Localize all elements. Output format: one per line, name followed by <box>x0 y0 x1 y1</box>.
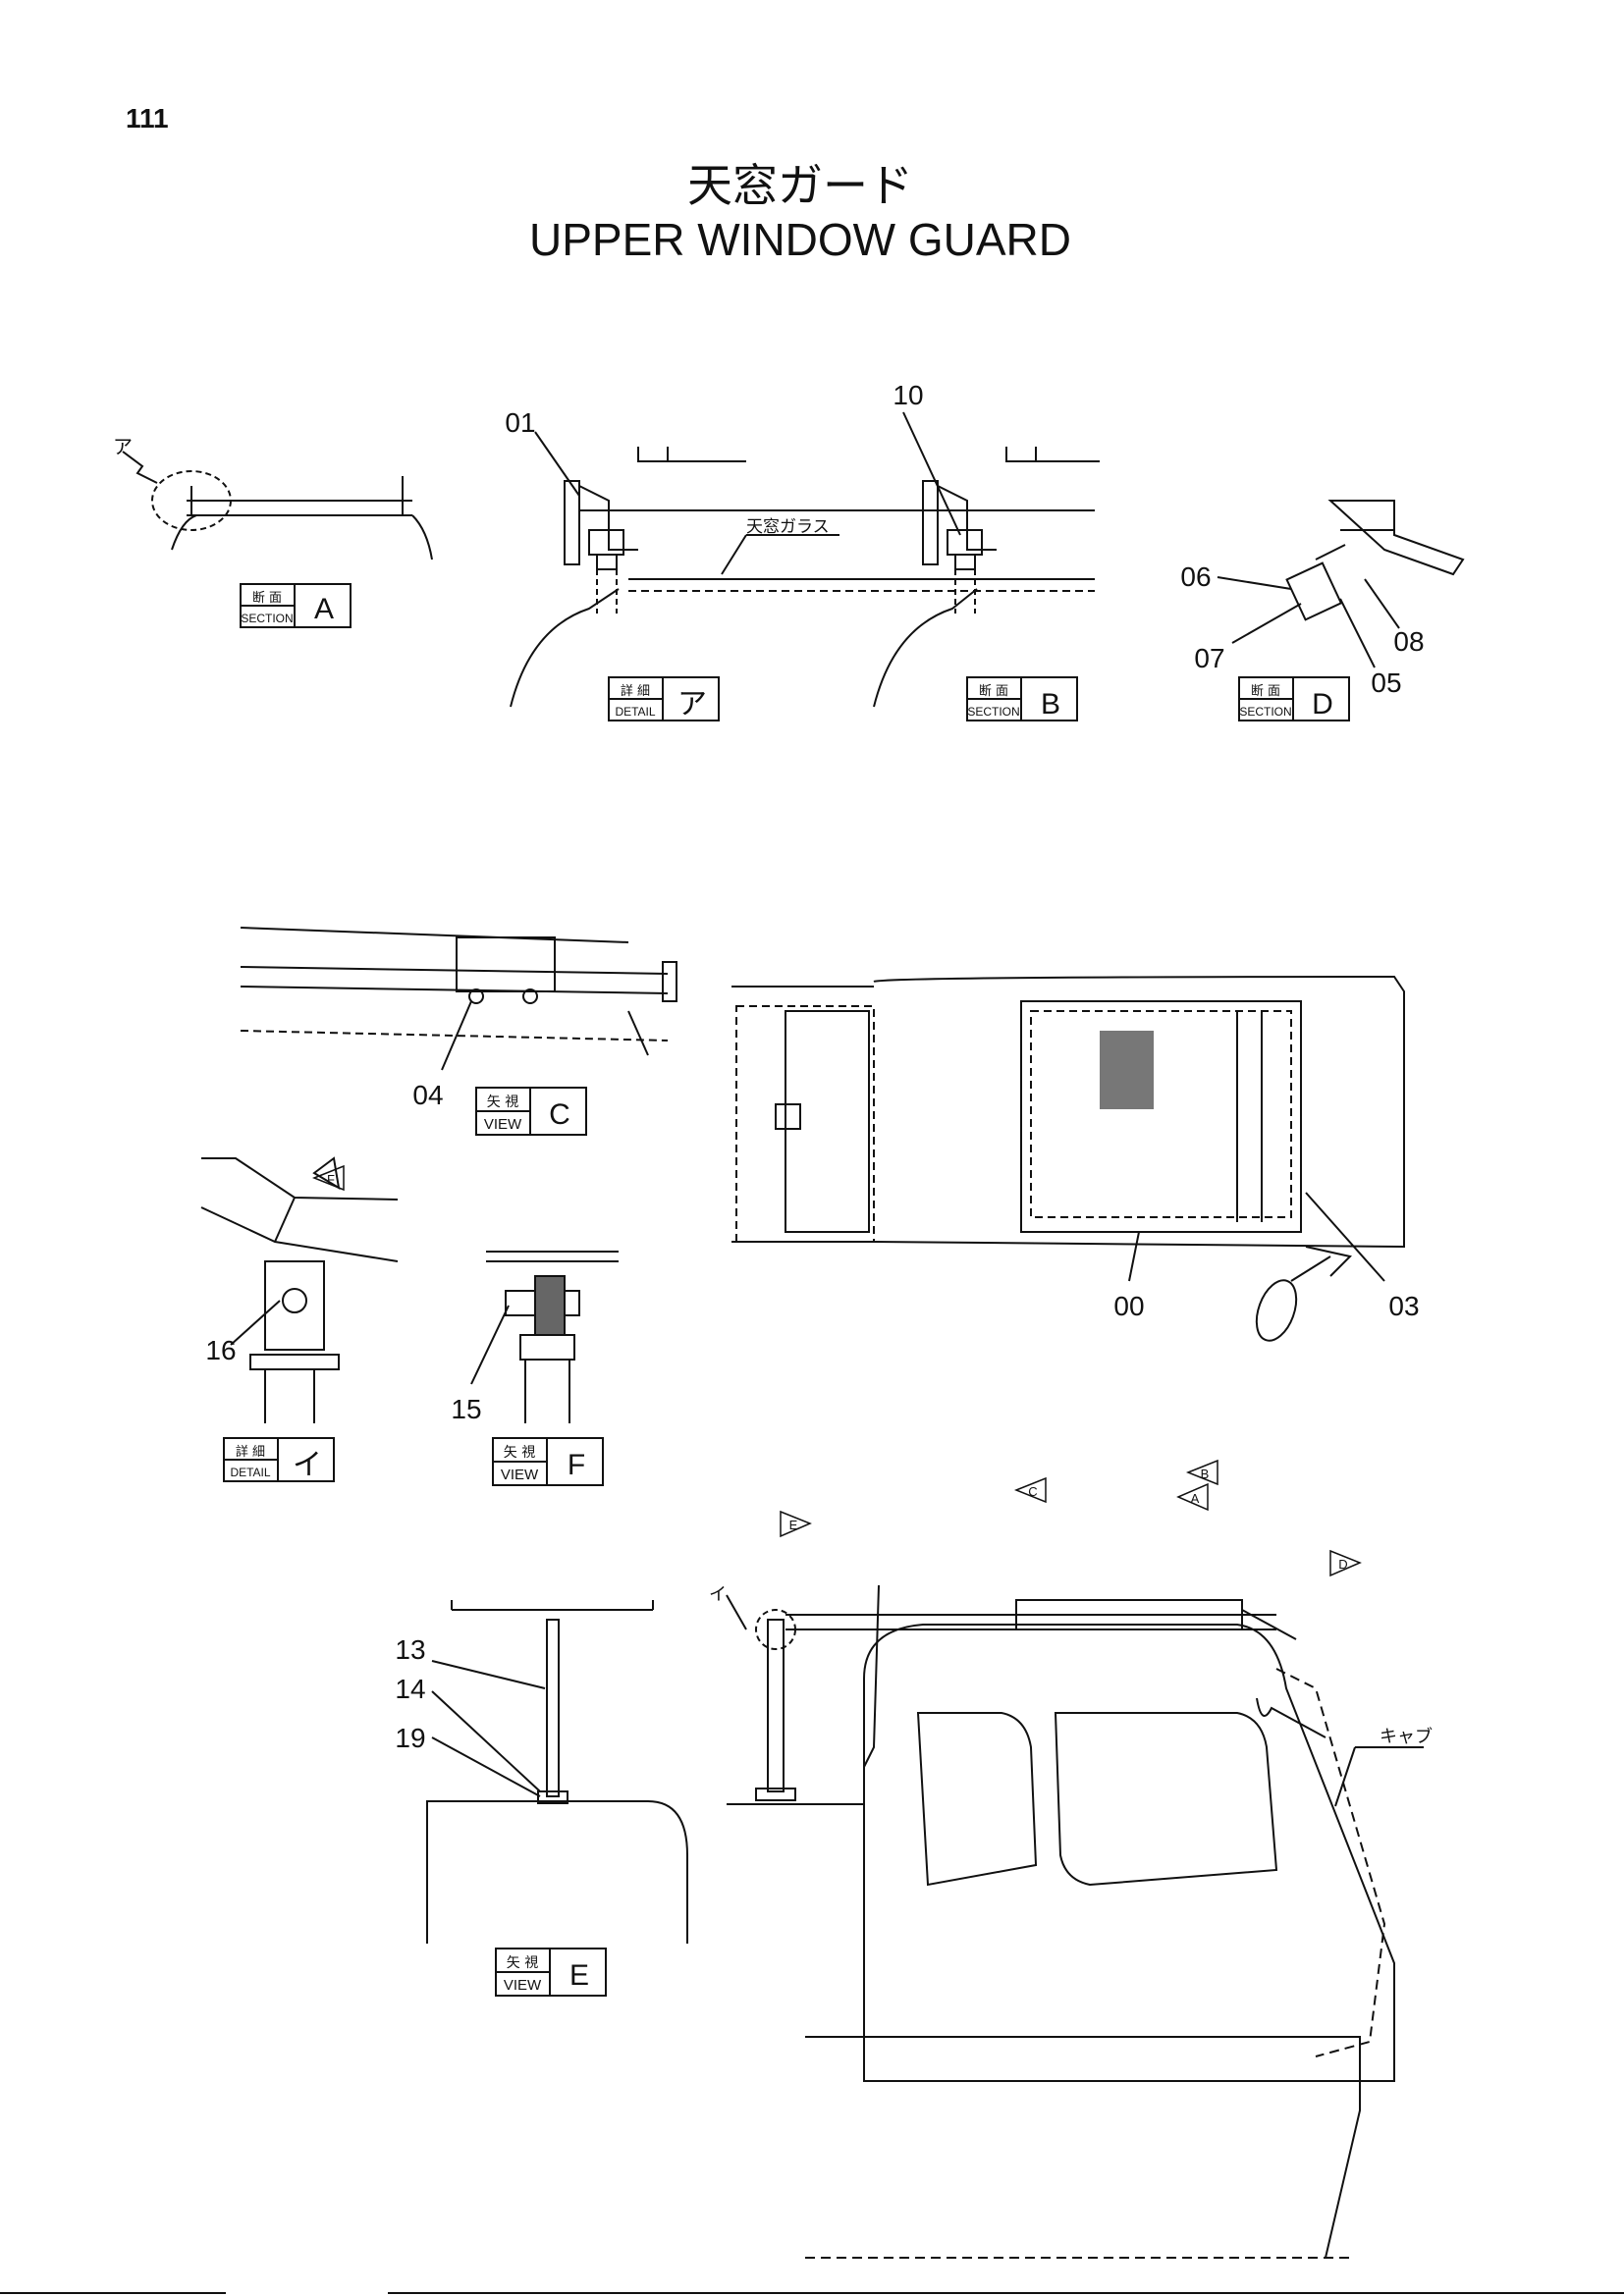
svg-text:イ: イ <box>293 1448 322 1482</box>
view-arrow-e: E <box>789 1518 798 1532</box>
svg-text:断 面: 断 面 <box>979 684 1008 699</box>
svg-text:VIEW: VIEW <box>504 1977 542 1994</box>
part-number-16: 16 <box>205 1335 236 1365</box>
view-c-sketch <box>240 927 677 1071</box>
title-english: UPPER WINDOW GUARD <box>529 214 1071 265</box>
svg-text:A: A <box>314 593 334 625</box>
view-label-view-e: 矢 視 VIEW E <box>495 1948 607 1997</box>
svg-text:VIEW: VIEW <box>501 1467 539 1483</box>
view-arrow-markers <box>311 1164 1362 1577</box>
part-number-04: 04 <box>412 1080 443 1110</box>
view-label-detail-a: 詳 細 DETAIL ア <box>608 676 720 721</box>
svg-text:D: D <box>1312 688 1333 721</box>
section-a-sketch <box>122 451 433 561</box>
part-number-00: 00 <box>1113 1291 1144 1321</box>
svg-text:F: F <box>568 1449 585 1481</box>
svg-text:断 面: 断 面 <box>252 591 282 606</box>
svg-text:E: E <box>569 1959 589 1992</box>
detail-a-sketch <box>510 431 1095 708</box>
part-number-19: 19 <box>395 1723 425 1753</box>
svg-text:SECTION: SECTION <box>967 705 1019 719</box>
view-label-section-a: 断 面 SECTION A <box>240 583 352 628</box>
view-f-sketch <box>470 1251 619 1423</box>
section-d-sketch <box>1217 500 1465 668</box>
detail-i-sketch <box>200 1156 399 1423</box>
part-number-14: 14 <box>395 1674 425 1704</box>
part-number-05: 05 <box>1371 667 1401 698</box>
title-japanese: 天窓ガード <box>687 159 913 212</box>
view-arrow-c: C <box>1028 1484 1037 1499</box>
svg-text:詳 細: 詳 細 <box>621 683 650 699</box>
view-arrow-b: B <box>1201 1467 1210 1481</box>
page-number: 111 <box>126 103 169 133</box>
cab-side-view-sketch <box>726 1584 1424 2259</box>
view-label-section-d: 断 面 SECTION D <box>1238 676 1350 721</box>
svg-text:DETAIL: DETAIL <box>615 705 655 719</box>
svg-text:C: C <box>549 1098 570 1131</box>
svg-text:B: B <box>1041 688 1060 721</box>
part-number-10: 10 <box>893 380 923 410</box>
view-label-detail-i: 詳 細 DETAIL イ <box>223 1437 335 1482</box>
glass-label: 天窓ガラス <box>746 517 830 537</box>
view-label-section-b: 断 面 SECTION B <box>966 676 1078 721</box>
view-arrow-d: D <box>1338 1557 1347 1572</box>
svg-text:SECTION: SECTION <box>1239 705 1291 719</box>
svg-text:断 面: 断 面 <box>1251 684 1280 699</box>
svg-text:矢 視: 矢 視 <box>507 1955 538 1971</box>
part-number-callouts: 00 01 03 04 05 06 07 08 10 13 14 15 16 1… <box>205 380 1424 1753</box>
svg-text:DETAIL: DETAIL <box>230 1466 270 1479</box>
part-number-01: 01 <box>505 407 535 438</box>
plan-view-sketch <box>731 975 1405 1342</box>
part-number-13: 13 <box>395 1634 425 1665</box>
view-arrow-f: F <box>327 1172 335 1187</box>
cab-label: キャブ <box>1380 1726 1433 1747</box>
view-e-sketch <box>426 1600 688 1944</box>
view-label-view-f: 矢 視 VIEW F <box>492 1437 604 1486</box>
section-b-sketch <box>873 411 1100 708</box>
detail-mark-a: ア <box>113 435 133 458</box>
view-label-view-c: 矢 視 VIEW C <box>475 1087 587 1136</box>
part-number-15: 15 <box>451 1394 481 1424</box>
detail-mark-i: イ <box>709 1584 727 1605</box>
svg-text:矢 視: 矢 視 <box>487 1095 518 1110</box>
svg-text:矢 視: 矢 視 <box>504 1445 535 1461</box>
part-number-08: 08 <box>1393 626 1424 657</box>
view-arrow-a: A <box>1191 1491 1200 1506</box>
svg-text:SECTION: SECTION <box>241 612 293 625</box>
part-number-03: 03 <box>1388 1291 1419 1321</box>
svg-text:詳 細: 詳 細 <box>236 1444 265 1460</box>
svg-text:VIEW: VIEW <box>484 1116 522 1133</box>
svg-text:ア: ア <box>677 687 707 721</box>
part-number-06: 06 <box>1180 561 1211 592</box>
part-number-07: 07 <box>1194 643 1224 673</box>
